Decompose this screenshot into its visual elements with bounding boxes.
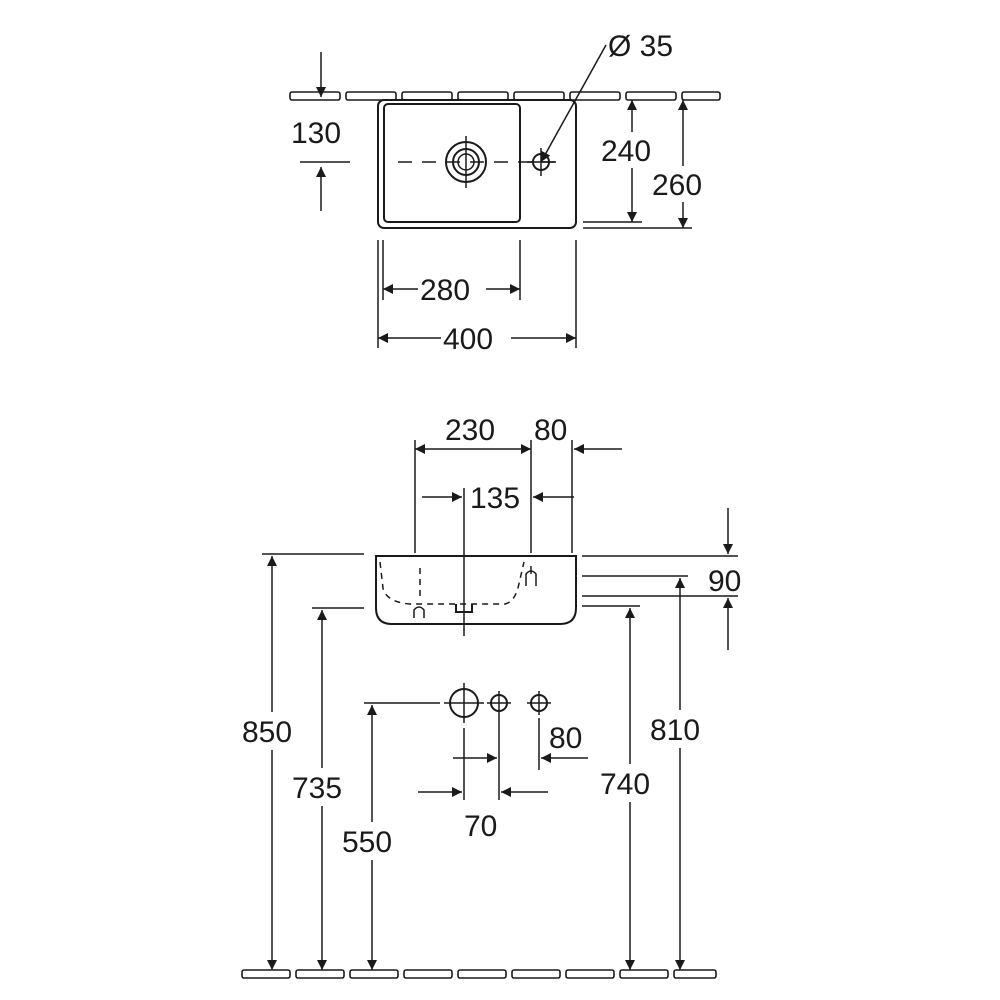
diameter-label: Ø 35: [608, 30, 673, 63]
bottom-height-label: 740: [600, 768, 650, 801]
floor: [241, 969, 717, 979]
bowl-width-label: 280: [420, 274, 470, 307]
bowl-outline-top: [383, 103, 521, 223]
drain-offset-label: 135: [470, 482, 520, 515]
wall-depth-label: 130: [291, 117, 341, 150]
valve-spacing-label: 70: [464, 810, 497, 843]
waste-connection: [444, 683, 484, 723]
bowl-hidden-line: [379, 561, 525, 605]
total-width-label: 400: [443, 323, 493, 356]
overflow-height-label: 810: [650, 714, 700, 747]
total-depth-label: 260: [652, 169, 702, 202]
wall-top: [289, 91, 721, 101]
basin-height-label: 90: [708, 565, 741, 598]
front-view: 230 80 135 90: [240, 414, 741, 979]
basin-outline-front: [375, 555, 577, 625]
trap-height-label: 550: [342, 826, 392, 859]
shelf-width-label: 80: [534, 414, 567, 447]
valve-connection: [487, 691, 511, 715]
top-view: Ø 35 130 240 260 280 400: [289, 30, 721, 356]
basin-outline-top: [377, 99, 577, 229]
overflow-fitting-front: [413, 606, 425, 618]
rim-height-label: 850: [242, 716, 292, 749]
bowl-depth-label: 240: [601, 135, 651, 168]
tap-connection: [527, 691, 551, 715]
bowl-width-front-label: 230: [445, 414, 495, 447]
underside-height-label: 735: [292, 772, 342, 805]
tap-fitting-front: [525, 566, 537, 586]
tap-spacing-label: 80: [549, 722, 582, 755]
